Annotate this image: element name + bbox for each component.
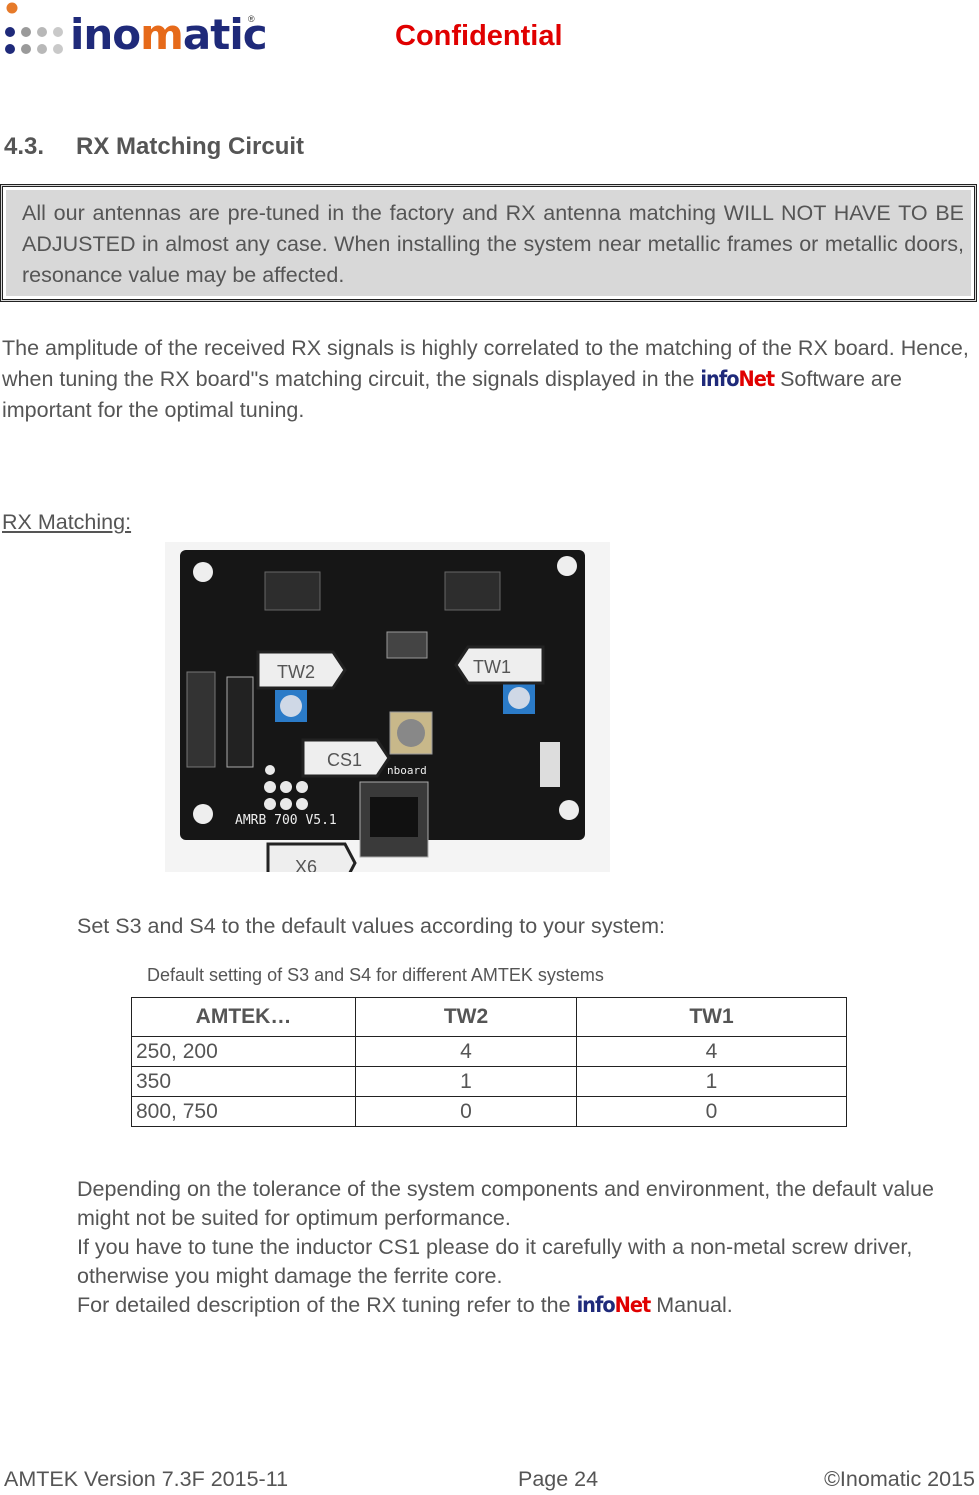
table-cell: 4 bbox=[576, 1036, 847, 1067]
rx-matching-label: RX Matching: bbox=[2, 510, 132, 534]
footer-copyright: ©Inomatic 2015 bbox=[824, 1467, 975, 1491]
footer-page-number: Page 24 bbox=[518, 1467, 599, 1491]
column-header: TW2 bbox=[355, 997, 577, 1037]
table-cell: 0 bbox=[355, 1096, 577, 1127]
intro-paragraph: The amplitude of the received RX signals… bbox=[2, 333, 972, 426]
board-silk-word: nboard bbox=[387, 764, 427, 777]
confidential-label: Confidential bbox=[395, 20, 563, 52]
table-caption: Default setting of S3 and S4 for differe… bbox=[147, 965, 604, 985]
section-number: 4.3. bbox=[4, 133, 45, 160]
infonet-logo: infoNet bbox=[700, 367, 775, 392]
intro-text-2: Software are important for the optimal t… bbox=[2, 367, 902, 422]
table-cell: 1 bbox=[355, 1066, 577, 1097]
table-header-row: AMTEK… TW2 TW1 bbox=[131, 997, 847, 1037]
registered-mark: ® bbox=[248, 14, 255, 24]
section-heading: 4.3. RX Matching Circuit bbox=[4, 133, 304, 161]
column-header: AMTEK… bbox=[131, 997, 356, 1037]
tuning-notes: Depending on the tolerance of the system… bbox=[77, 1175, 977, 1320]
table-row: 800, 750 0 0 bbox=[131, 1096, 847, 1127]
callout-tw1: TW1 bbox=[473, 657, 511, 677]
table-cell: 4 bbox=[355, 1036, 577, 1067]
table-row: 250, 200 4 4 bbox=[131, 1036, 847, 1067]
callout-cs1: CS1 bbox=[327, 750, 362, 770]
board-silk-label: AMRB 700 V5.1 bbox=[235, 813, 337, 828]
inomatic-logo: inomatic bbox=[70, 10, 268, 59]
tuning-note-3: For detailed description of the RX tunin… bbox=[77, 1293, 733, 1318]
inomatic-logo-dots bbox=[5, 2, 63, 54]
table-cell: 0 bbox=[576, 1096, 847, 1127]
column-header: TW1 bbox=[576, 997, 847, 1037]
callout-x6: X6 bbox=[295, 857, 317, 872]
notice-box bbox=[0, 184, 977, 302]
section-title: RX Matching Circuit bbox=[76, 133, 305, 160]
table-cell: 250, 200 bbox=[131, 1036, 356, 1067]
intro-text-1: The amplitude of the received RX signals… bbox=[2, 336, 969, 391]
instruction-text: Set S3 and S4 to the default values acco… bbox=[77, 914, 666, 938]
footer-version: AMTEK Version 7.3F 2015-11 bbox=[4, 1467, 289, 1491]
mounting-holes bbox=[193, 556, 579, 824]
tuning-note-2: If you have to tune the inductor CS1 ple… bbox=[77, 1235, 913, 1288]
callout-tw2: TW2 bbox=[277, 662, 315, 682]
tuning-note-1: Depending on the tolerance of the system… bbox=[77, 1177, 934, 1230]
notice-text: All our antennas are pre-tuned in the fa… bbox=[22, 201, 964, 287]
table-cell: 350 bbox=[131, 1066, 356, 1097]
table-row: 350 1 1 bbox=[131, 1066, 847, 1097]
infonet-logo: infoNet bbox=[576, 1293, 652, 1318]
default-settings-table: AMTEK… TW2 TW1 250, 200 4 4 350 1 1 800,… bbox=[131, 997, 847, 1127]
table-cell: 800, 750 bbox=[131, 1096, 356, 1127]
rx-board-photo: AMRB 700 V5.1 nboard TW2 TW1 CS1 X6 bbox=[165, 542, 610, 872]
table-cell: 1 bbox=[576, 1066, 847, 1097]
